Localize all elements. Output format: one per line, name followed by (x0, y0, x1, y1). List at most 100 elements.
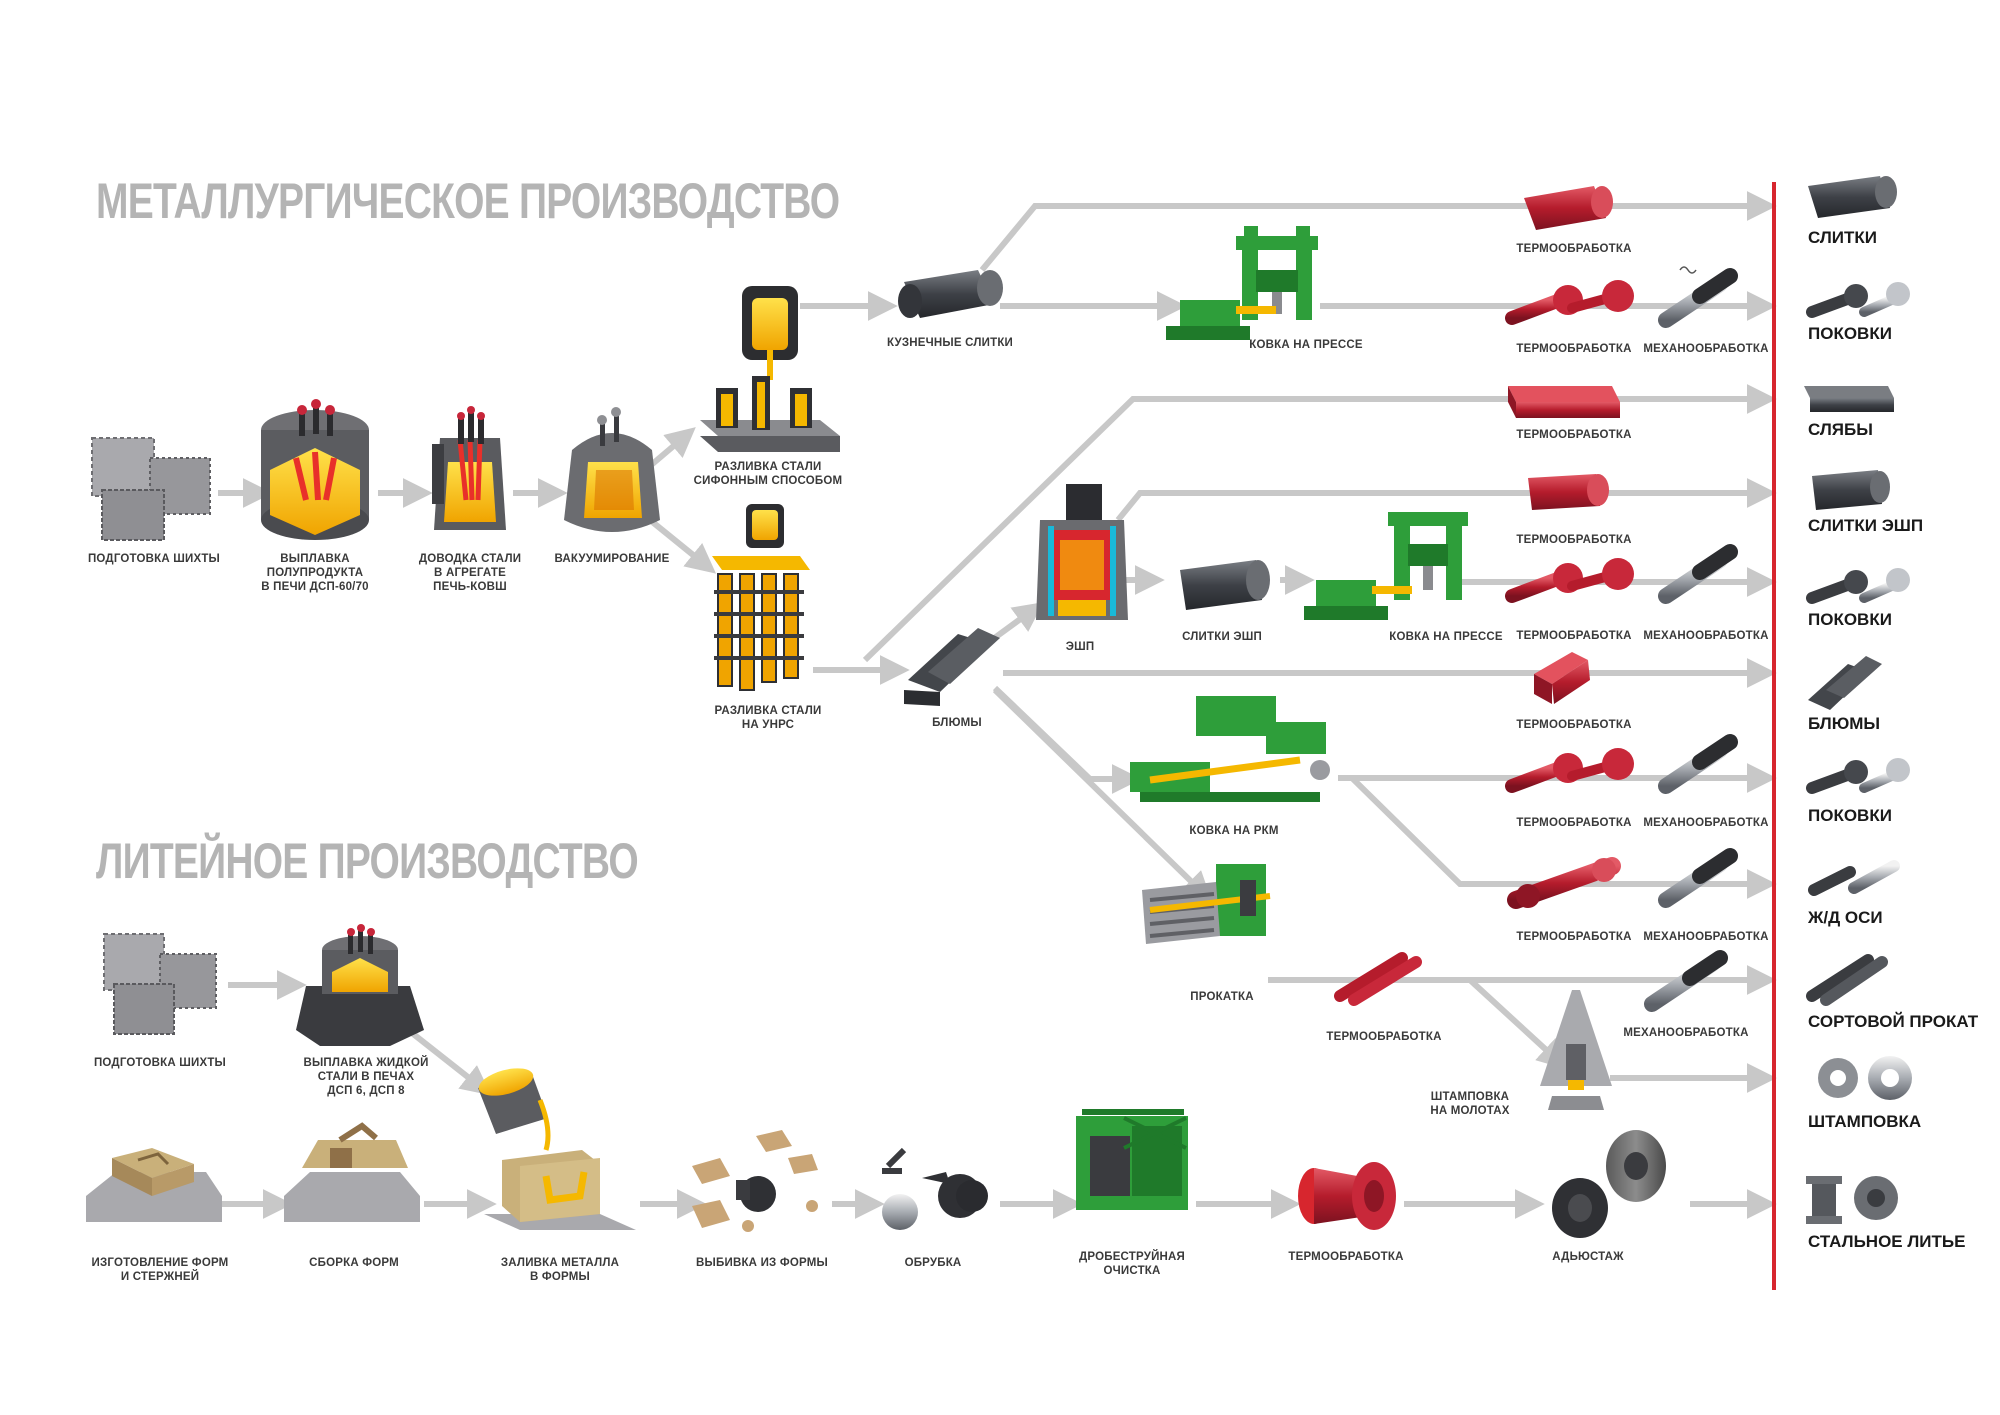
product-stamping-icon (1818, 1056, 1912, 1100)
label-siphon: РАЗЛИВКА СТАЛИ СИФОННЫМ СПОСОБОМ (693, 461, 843, 487)
product-label-forgings-3: ПОКОВКИ (1808, 806, 1892, 825)
machined-bar-icon (1644, 950, 1728, 1012)
label-shot: ДРОБЕСТРУЙНАЯ ОЧИСТКА (1078, 1251, 1186, 1277)
arrow-rolling-stamp (1467, 977, 1568, 1070)
label-mach-9: МЕХАНООБРАБОТКА (1623, 1027, 1749, 1039)
product-ingot-icon (1808, 176, 1897, 218)
product-label-forgings-1: ПОКОВКИ (1808, 324, 1892, 343)
product-forgings-icon (1806, 282, 1910, 318)
label-prep2: ПОДГОТОВКА ШИХТЫ (93, 1057, 227, 1069)
hydraulic-press-2-icon (1304, 512, 1468, 620)
label-adjust: АДЬЮСТАЖ (1552, 1251, 1624, 1263)
heat-treated-bars-icon (1334, 952, 1422, 1006)
shot-blasting-icon (1076, 1109, 1188, 1210)
machined-axle-icon (1658, 848, 1738, 908)
label-vacuum: ВАКУУМИРОВАНИЕ (554, 553, 670, 565)
label-refine: ДОВОДКА СТАЛИ В АГРЕГАТЕ ПЕЧЬ-КОВШ (418, 553, 522, 593)
ladle-furnace-icon (432, 406, 506, 530)
label-blooms: БЛЮМЫ (932, 717, 982, 729)
knockout-icon (692, 1130, 818, 1232)
heat-treated-esr-ingot-icon (1528, 474, 1609, 510)
product-label-stamping: ШТАМПОВКА (1808, 1112, 1922, 1131)
label-mach-2: МЕХАНООБРАБОТКА (1643, 343, 1769, 355)
blooms-icon (904, 628, 1000, 706)
product-label-slabs: СЛЯБЫ (1808, 420, 1873, 439)
arrow-rkm-axles (1349, 775, 1777, 899)
metallurgy-section-title: МЕТАЛЛУРГИЧЕСКОЕ ПРОИЗВОДСТВО (96, 173, 840, 229)
rolling-mill-icon (1142, 864, 1271, 944)
label-press2: КОВКА НА ПРЕССЕ (1389, 631, 1503, 643)
product-forgings-3-icon (1806, 758, 1910, 794)
product-label-ingots: СЛИТКИ (1808, 228, 1877, 247)
mold-making-icon (86, 1148, 222, 1222)
label-mach-8: МЕХАНООБРАБОТКА (1643, 931, 1769, 943)
trimming-icon (882, 1147, 988, 1230)
label-molds: ИЗГОТОВЛЕНИЕ ФОРМ И СТЕРЖНЕЙ (91, 1257, 229, 1283)
label-heat-8: ТЕРМООБРАБОТКА (1516, 931, 1632, 943)
label-heat-5: ТЕРМООБРАБОТКА (1516, 630, 1632, 642)
label-heat-9: ТЕРМООБРАБОТКА (1326, 1031, 1442, 1043)
continuous-caster-icon (712, 504, 810, 691)
rkm-forging-machine-icon (1130, 696, 1330, 802)
label-esr: ЭШП (1065, 641, 1095, 653)
product-label-axles: Ж/Д ОСИ (1808, 908, 1883, 927)
finished-casting-icon (1552, 1130, 1666, 1238)
heat-treated-forgings-icon (1505, 280, 1634, 325)
heat-treated-forgings-2-icon (1505, 558, 1634, 603)
label-heat-7: ТЕРМООБРАБОТКА (1516, 817, 1632, 829)
product-esr-ingot-icon (1812, 470, 1890, 510)
label-heat-6: ТЕРМООБРАБОТКА (1516, 719, 1632, 731)
label-trimming: ОБРУБКА (904, 1257, 962, 1269)
product-long-rolled-icon (1806, 954, 1888, 1006)
label-prep1: ПОДГОТОВКА ШИХТЫ (87, 553, 221, 565)
esr-furnace-icon (1036, 484, 1128, 620)
product-label-forgings-2: ПОКОВКИ (1808, 610, 1892, 629)
machined-part-3-icon (1658, 734, 1738, 794)
product-steel-casting-icon (1806, 1176, 1898, 1224)
label-knockout: ВЫБИВКА ИЗ ФОРМЫ (696, 1257, 828, 1269)
product-label-long-rolled: СОРТОВОЙ ПРОКАТ (1808, 1012, 1979, 1031)
label-stamp-hammer: ШТАМПОВКА НА МОЛОТАХ (1430, 1091, 1510, 1117)
heat-treated-slab-icon (1508, 386, 1620, 418)
product-slab-icon (1804, 386, 1894, 412)
heat-treated-axle-icon (1507, 857, 1621, 909)
vacuum-degasser-icon (564, 407, 660, 532)
label-heat-foundry: ТЕРМООБРАБОТКА (1288, 1251, 1404, 1263)
label-heat-2: ТЕРМООБРАБОТКА (1516, 343, 1632, 355)
hydraulic-press-icon (1166, 226, 1318, 340)
scrap-bales-icon (91, 437, 211, 541)
label-pouring: ЗАЛИВКА МЕТАЛЛА В ФОРМЫ (500, 1257, 620, 1283)
product-forgings-2-icon (1806, 568, 1910, 604)
label-heat-3: ТЕРМООБРАБОТКА (1516, 429, 1632, 441)
arrow-ingots-top (979, 191, 1777, 272)
forging-hammer-icon (1540, 990, 1612, 1110)
arc-furnace-2-icon (296, 924, 424, 1046)
scrap-bales-2-icon (103, 933, 217, 1035)
label-rolling: ПРОКАТКА (1190, 991, 1254, 1003)
product-blooms-icon (1808, 656, 1882, 710)
heat-treated-casting-icon (1298, 1162, 1396, 1230)
label-press1: КОВКА НА ПРЕССЕ (1249, 339, 1363, 351)
pouring-ladle-icon (478, 1068, 551, 1151)
product-axles-icon (1808, 860, 1900, 896)
label-forge-ingots: КУЗНЕЧНЫЕ СЛИТКИ (886, 337, 1014, 349)
arrow-vacuum-siphon (648, 427, 696, 469)
heat-treated-bloom-icon (1534, 652, 1590, 704)
machined-part-2-icon (1658, 544, 1738, 604)
label-melt2: ВЫПЛАВКА ЖИДКОЙ СТАЛИ В ПЕЧАХ ДСП 6, ДСП… (303, 1057, 429, 1097)
label-mach-5: МЕХАНООБРАБОТКА (1643, 630, 1769, 642)
label-esr-ingots: СЛИТКИ ЭШП (1182, 631, 1262, 643)
arrow-blooms-rkm (992, 685, 1142, 794)
products-divider-line (1772, 182, 1776, 1290)
label-melt1: ВЫПЛАВКА ПОЛУПРОДУКТА В ПЕЧИ ДСП-60/70 (261, 553, 369, 593)
arrow-vacuum-unrs (648, 517, 717, 574)
product-label-esr-ingots: СЛИТКИ ЭШП (1808, 516, 1924, 535)
heat-treated-ingot-icon (1524, 186, 1613, 230)
arrow-melt2-ladle (410, 1030, 492, 1096)
product-label-blooms: БЛЮМЫ (1808, 714, 1881, 733)
siphon-casting-icon (700, 286, 840, 452)
label-heat-4: ТЕРМООБРАБОТКА (1516, 534, 1632, 546)
label-heat-1: ТЕРМООБРАБОТКА (1516, 243, 1632, 255)
product-icons (1804, 176, 1912, 1224)
